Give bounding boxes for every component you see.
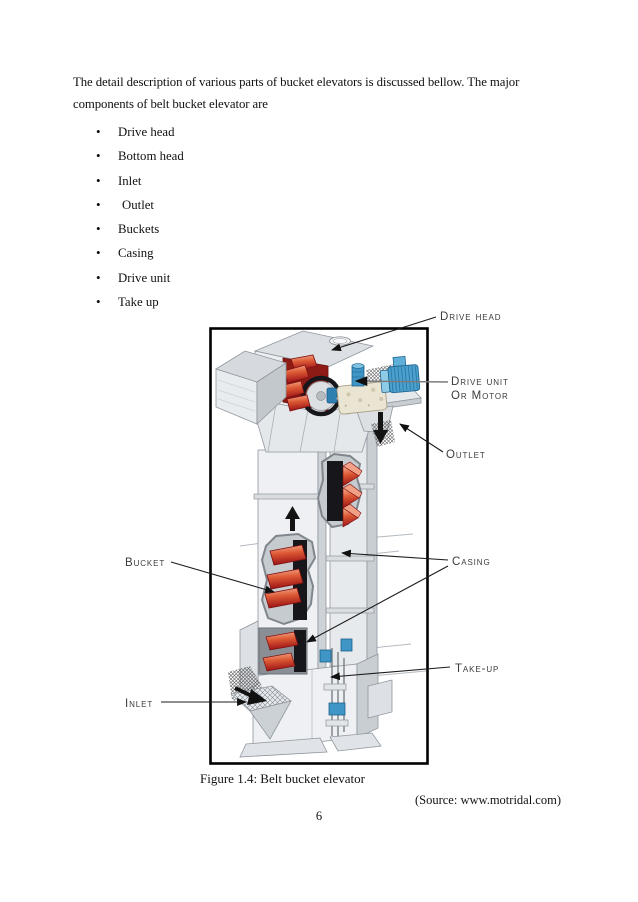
take-up-assembly (319, 638, 353, 736)
base-plate (239, 732, 382, 758)
component-item-inlet: Inlet (96, 169, 184, 193)
figure-label-outlet: Outlet (446, 449, 486, 461)
casing-cutaway-middle (260, 532, 317, 626)
figure-caption: Figure 1.4: Belt bucket elevator (200, 771, 365, 786)
outlet-leader-arrow (399, 423, 444, 453)
drive-shaft-cylinder (351, 363, 365, 387)
casing-leader-arrow-1 (341, 549, 449, 561)
figure-labels: Drive head Drive unit Or Motor Outlet Bu… (125, 311, 509, 710)
figure-label-drive-unit: Drive unit (451, 376, 509, 388)
figure-label-or-motor: Or Motor (451, 390, 509, 402)
belt-direction-up-arrow (285, 506, 300, 531)
figure-border (209, 327, 429, 765)
drive-unit-part (335, 356, 422, 447)
drive-unit-leader-arrow (354, 376, 449, 387)
pulley-bearing (326, 387, 338, 404)
belt-upper (327, 461, 343, 521)
buckets-on-belt-upper (342, 461, 363, 528)
component-item-take-up: Take up (96, 290, 184, 314)
figure-label-bucket: Bucket (125, 557, 165, 569)
component-item-drive-unit: Drive unit (96, 266, 184, 290)
motor (379, 356, 421, 394)
gearbox (336, 381, 388, 415)
drive-head-leader-arrow (331, 316, 437, 352)
casing-cutaway-upper (316, 452, 363, 529)
component-list: Drive head Bottom head Inlet Outlet Buck… (96, 120, 184, 314)
outlet-flow-down-arrow (373, 412, 388, 444)
component-item-outlet: Outlet (96, 193, 184, 217)
figure-label-drive-head: Drive head (440, 311, 501, 323)
figure-label-inlet: Inlet (125, 698, 153, 710)
figure-belt-bucket-elevator: Drive head Drive unit Or Motor Outlet Bu… (125, 311, 509, 765)
figure-label-casing: Casing (452, 556, 491, 568)
intro-paragraph: The detail description of various parts … (73, 75, 520, 111)
component-item-drive-head: Drive head (96, 120, 184, 144)
buckets-on-belt-middle (264, 544, 307, 609)
buckets-in-boot (262, 631, 299, 672)
component-item-bottom-head: Bottom head (96, 144, 184, 168)
take-up-leader-arrow (330, 666, 451, 681)
component-item-casing: Casing (96, 241, 184, 265)
bucket-leader-arrow (170, 561, 275, 594)
figure-leader-lines (161, 316, 451, 706)
component-item-buckets: Buckets (96, 217, 184, 241)
left-duct (215, 350, 287, 425)
bucket-elevator-illustration: Drive head Drive unit Or Motor Outlet Bu… (125, 311, 509, 765)
figure-source: (Source: www.motridal.com) (414, 793, 561, 807)
casing-leader-arrow-2 (306, 565, 449, 643)
page-number: 6 (315, 809, 323, 823)
figure-label-take-up: Take-up (455, 663, 499, 675)
boot-door-cutaway (239, 620, 308, 695)
inlet-flow-arrow (234, 686, 267, 705)
belt-lower (294, 630, 306, 672)
